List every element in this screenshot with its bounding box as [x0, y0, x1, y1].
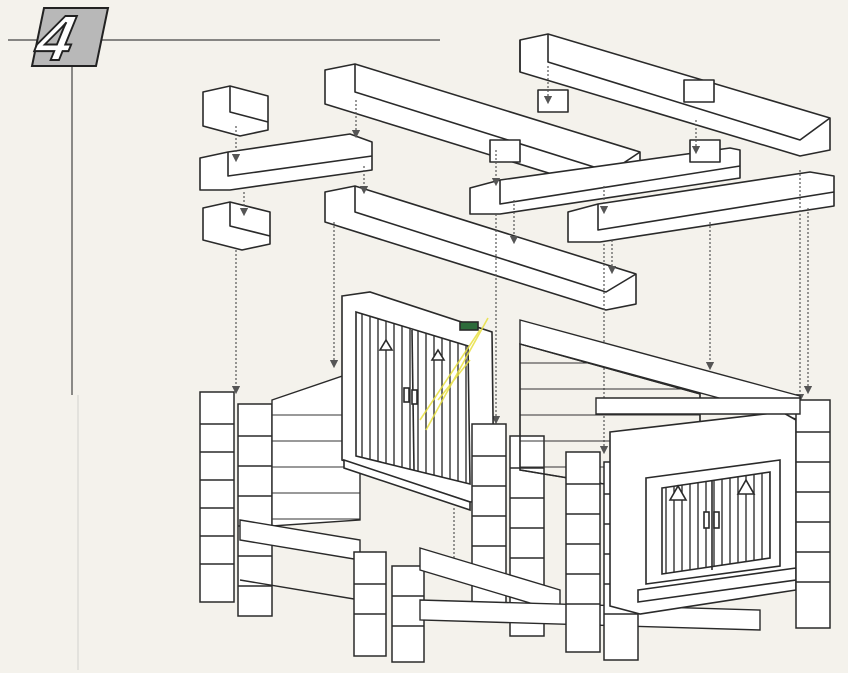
highlight-marks	[419, 317, 489, 431]
roof-beam	[567, 171, 835, 243]
corner-post	[565, 451, 601, 653]
connector-block	[202, 201, 271, 251]
corner-post	[391, 565, 425, 663]
roof-beams	[199, 33, 835, 311]
roof-beam	[199, 133, 373, 191]
corner-post	[199, 391, 235, 603]
connector-blocks	[202, 85, 271, 251]
assembly-arrows	[231, 66, 813, 573]
door-right	[609, 411, 797, 615]
step-badge	[30, 7, 110, 67]
corner-post	[353, 551, 387, 657]
corner-post	[795, 399, 831, 629]
connector-block	[202, 85, 269, 137]
roof-beam	[519, 33, 831, 157]
roof-beam	[324, 185, 637, 311]
top-rail	[595, 397, 801, 415]
door-left	[341, 291, 495, 512]
roof-beam	[469, 147, 741, 215]
